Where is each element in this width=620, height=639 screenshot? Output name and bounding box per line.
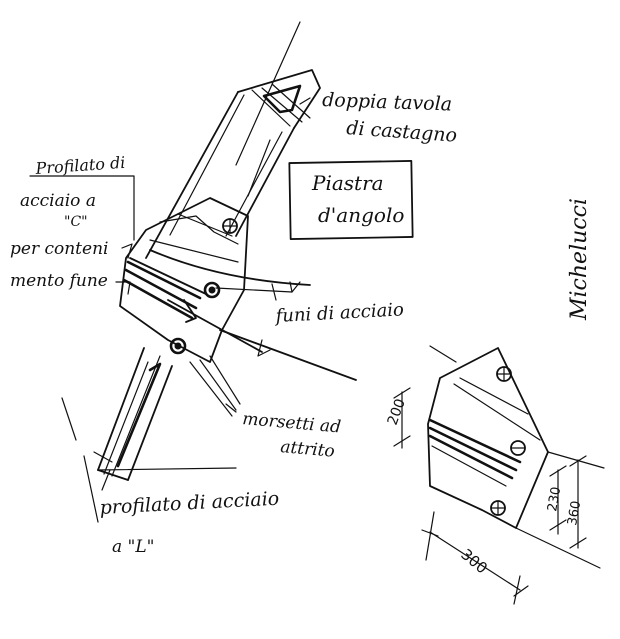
label-profilato-l: profilato di acciaio a "L" bbox=[99, 488, 280, 557]
label-profilato-c-line3: "C" bbox=[64, 214, 88, 230]
label-morsetti-line1: morsetti ad bbox=[242, 409, 342, 438]
label-piastra: Piastra d'angolo bbox=[311, 171, 404, 227]
label-profilato-c: Profilato di acciaio a "C" bbox=[20, 153, 126, 230]
label-profilato-l-line1: profilato di acciaio bbox=[99, 488, 280, 519]
signature: Michelucci bbox=[567, 198, 592, 321]
label-profilato-l-line2: a "L" bbox=[112, 537, 154, 557]
label-morsetti-line2: attrito bbox=[280, 437, 336, 462]
label-doppia-tavola: doppia tavola di castagno bbox=[322, 89, 458, 147]
label-contenimento-line2: mento fune bbox=[10, 271, 108, 291]
corner-plate bbox=[119, 197, 249, 363]
label-funi: funi di acciaio bbox=[273, 299, 404, 327]
label-profilato-c-line2: acciaio a bbox=[20, 191, 96, 211]
label-profilato-c-line1: Profilato di bbox=[34, 153, 126, 178]
steel-cables bbox=[149, 249, 357, 417]
leader-lines bbox=[29, 97, 311, 491]
label-piastra-line1: Piastra bbox=[311, 171, 384, 195]
dimension-360: 360 bbox=[565, 500, 584, 527]
dimension-200: 200 bbox=[385, 397, 409, 428]
detail-plate bbox=[427, 345, 605, 569]
upper-beam bbox=[145, 21, 321, 259]
label-doppia-tavola-line1: doppia tavola bbox=[322, 89, 453, 116]
dimension-230: 230 bbox=[545, 486, 564, 513]
lower-beam bbox=[61, 347, 237, 523]
label-doppia-tavola-line2: di castagno bbox=[346, 117, 458, 147]
label-piastra-line2: d'angolo bbox=[318, 203, 404, 227]
dimension-300: 300 bbox=[457, 545, 491, 577]
label-contenimento-line1: per conteni bbox=[10, 239, 108, 259]
piastra-label-box bbox=[288, 160, 414, 240]
detail-dimensions bbox=[393, 387, 587, 605]
label-morsetti: morsetti ad attrito bbox=[242, 409, 342, 462]
label-contenimento: per conteni mento fune bbox=[10, 239, 108, 291]
